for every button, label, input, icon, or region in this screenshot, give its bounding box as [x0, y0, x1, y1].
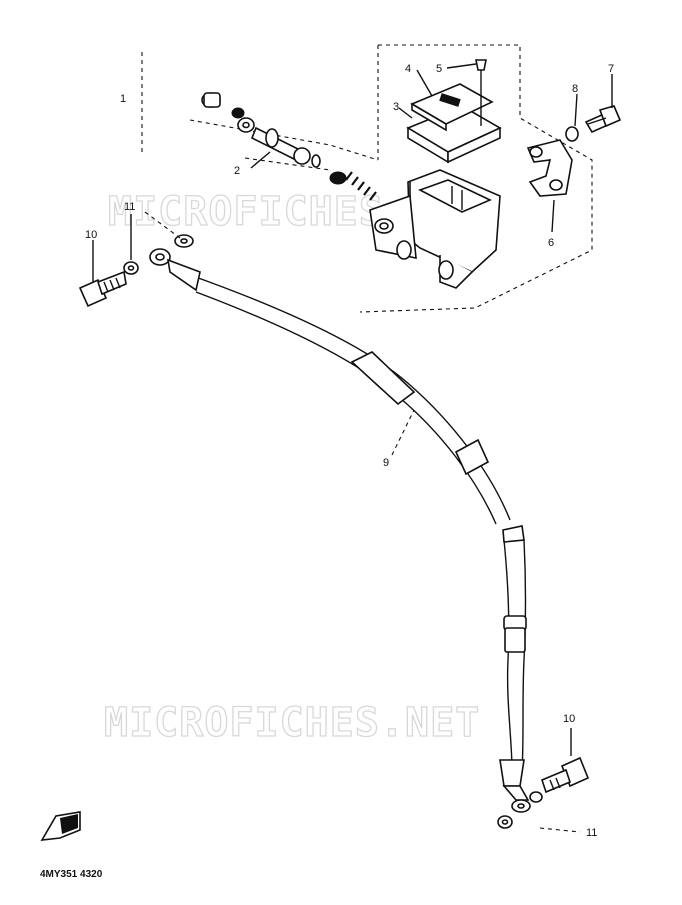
callout-3: 3: [393, 101, 399, 113]
callout-9: 9: [383, 457, 389, 469]
callout-4: 4: [405, 63, 411, 75]
callout-1: 1: [120, 93, 126, 105]
brake-hose: [189, 274, 531, 813]
handlebar-clamp: [526, 139, 573, 197]
clamp-bolt: [565, 105, 622, 142]
assembly-boundary: [141, 44, 593, 313]
leader-lines: [92, 63, 613, 833]
callout-5: 5: [436, 63, 442, 75]
callout-8: 8: [572, 83, 578, 95]
callout-11-top: 11: [124, 201, 135, 213]
reservoir-cap: [406, 59, 502, 164]
watermark-bottom: MICROFICHES.NET: [104, 700, 480, 746]
diagram-code: 4MY351 4320: [40, 869, 103, 880]
callout-numbers: 1 2 3 4 5 6 7 8 9 10 11 10 11: [85, 63, 614, 839]
callout-10-bottom: 10: [563, 713, 575, 725]
callout-6: 6: [548, 237, 554, 249]
master-cylinder-body: [369, 169, 501, 289]
callout-2: 2: [234, 165, 240, 177]
piston-kit: [201, 92, 377, 201]
upper-banjo-fitting: [78, 234, 201, 308]
callout-10-top: 10: [85, 229, 97, 241]
front-direction-arrow-icon: [40, 811, 81, 841]
lower-banjo-fitting: [497, 756, 590, 829]
callout-7: 7: [608, 63, 614, 75]
callout-11-bottom: 11: [586, 827, 597, 839]
